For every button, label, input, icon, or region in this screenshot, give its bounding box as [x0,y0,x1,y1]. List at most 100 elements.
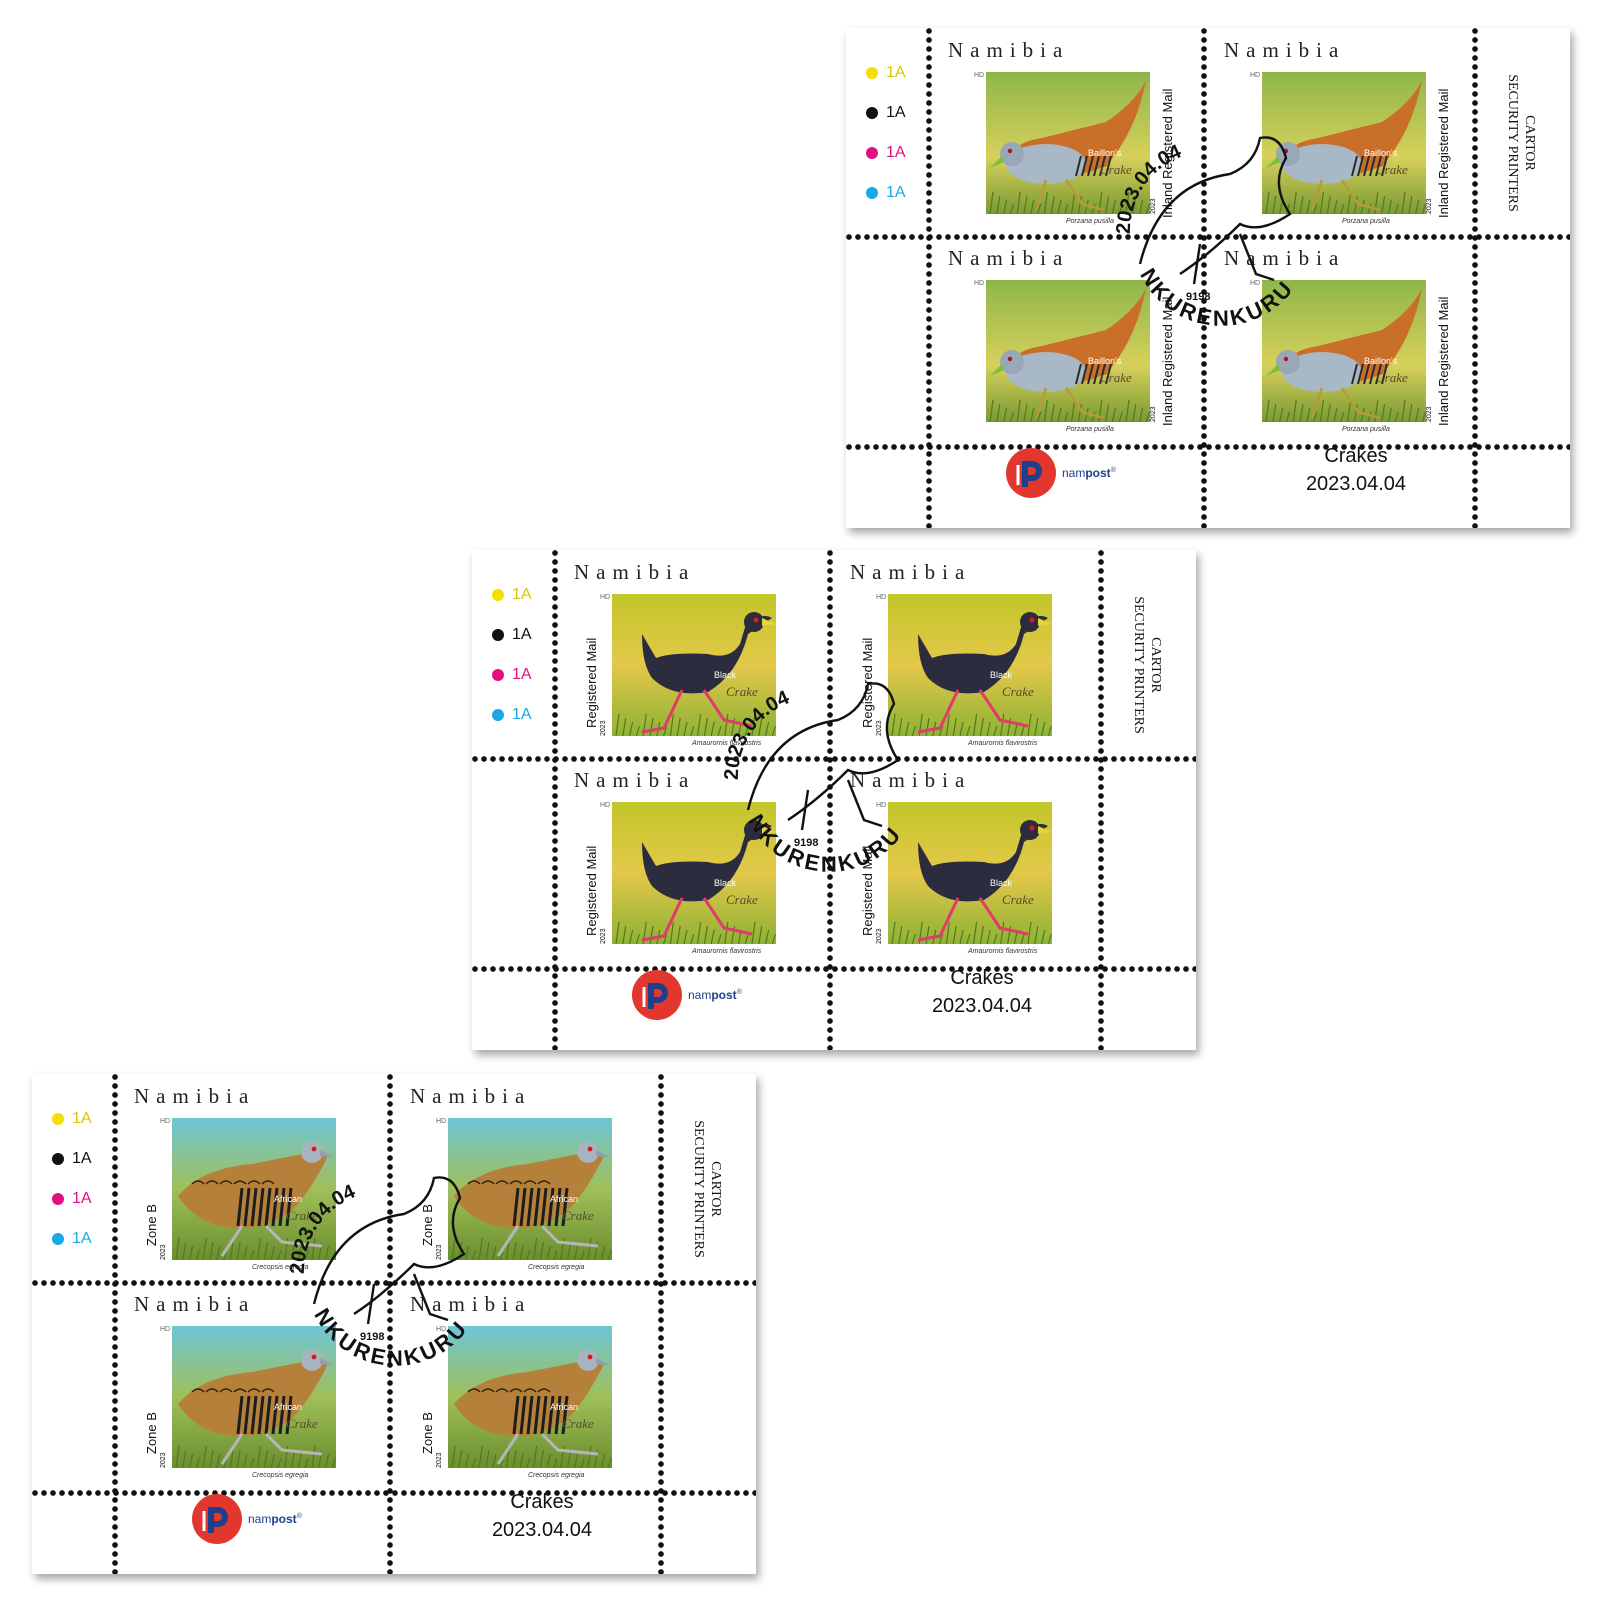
grass-blade [250,1249,255,1260]
bird-eye [753,617,759,623]
stamp-name-line-1: Baillon's [1364,148,1398,158]
stamp-year: 2023 [436,1452,443,1468]
bird-feather [509,1180,523,1185]
bird-feather [247,1388,261,1393]
grass-blade [471,1457,476,1468]
bird-bar [540,1395,548,1435]
grass-blade [676,717,681,736]
grass-blade [1041,721,1046,736]
grass-blade [304,1249,309,1260]
grass-blade [263,1241,268,1260]
bird-feather [261,1388,275,1393]
color-bar: 1A [492,666,532,684]
stamp-name-line-2: Crake [286,1416,318,1431]
stamp-artwork [986,280,1150,422]
bird-beak [990,156,1004,168]
stamp-artwork [1262,280,1426,422]
grass-blade [697,921,702,944]
grass-blade [1003,407,1008,422]
grass-blade [1034,717,1039,736]
stamp-name-line-1: African [550,1194,579,1204]
bird-bar [533,1395,541,1435]
bird-head [1000,350,1024,374]
grass-blade [539,1449,544,1468]
stamp-name-line-2: Crake [1100,370,1132,385]
bird-eye [587,1146,593,1152]
bird-bar [264,1187,272,1227]
logo-registered-mark: ® [296,1513,302,1520]
grass-blade [243,1245,248,1260]
bird-bar [264,1395,272,1435]
grass-blade [512,1241,517,1260]
stamp-hd-mark: HD [1250,72,1261,79]
color-dot [52,1233,64,1245]
bird-legs [1034,179,1105,212]
grass-blade [1292,191,1297,214]
bird-bar [1369,363,1376,385]
grass-blade [649,717,654,736]
grass-blade [1387,407,1392,422]
grass-blade [175,1445,180,1468]
grass-blade [1084,407,1089,422]
grass-blade [1050,195,1055,214]
grass-blade [546,1453,551,1468]
stamp-country: Namibia [134,1292,256,1316]
grass-blade [478,1445,483,1468]
bird-illustration [612,594,776,736]
grass-blade [690,933,695,944]
stamp-name-line-2: Crake [1002,684,1034,699]
grass-blade [607,1457,612,1468]
bird-bar [1081,363,1088,385]
grass-blade [683,721,688,736]
grass-blade [911,933,916,944]
stamp-scientific-name: Amaurornis flavirostris [692,740,762,747]
bird-feather [233,1180,247,1185]
grass-blade [993,725,998,736]
bird-body [642,616,772,694]
bird-eye [1029,825,1035,831]
printer-line-1: CARTOR [1522,115,1537,171]
bird-head [1020,820,1040,840]
grass-blade [1374,399,1379,422]
color-dot [492,589,504,601]
grass-blade [587,1237,592,1260]
grass-blade [1064,411,1069,422]
stamp-year: 2023 [1426,198,1433,214]
bird-back [454,1151,604,1229]
bird-head [301,1349,323,1371]
grass-blade [1043,399,1048,422]
stamp-country: Namibia [850,560,972,584]
grass-blade [573,1453,578,1468]
grass-blade [1037,411,1042,422]
color-bar: 1A [866,144,906,162]
color-dot [52,1153,64,1165]
printer-line-1: CARTOR [708,1161,723,1217]
bird-bar [1087,363,1094,385]
grass-blade [751,921,756,944]
grass-blade [1333,199,1338,214]
grass-blade [676,925,681,944]
grass-blade [533,1237,538,1260]
logo-registered-mark: ® [736,989,742,996]
bird-feather [537,1180,551,1185]
grass-blade [1360,407,1365,422]
bird-bar [1099,155,1106,177]
bird-bar [547,1187,555,1227]
bird-illustration [172,1118,336,1260]
stamp-denomination: Inland Registered Mail [1436,296,1451,426]
grass-blade [1353,195,1358,214]
grass-blade [996,403,1001,422]
grass-blade [1401,191,1406,214]
grass-blade [553,1457,558,1468]
bird-body [918,824,1048,902]
stamp-scientific-name: Crecopsis egregia [528,1472,585,1479]
bird-bar [1363,363,1370,385]
grass-blade [1016,399,1021,422]
bird-eye [311,1354,317,1360]
grass-blade [989,191,994,214]
grass-blade [622,717,627,736]
grass-blade [710,721,715,736]
grass-blade [1027,921,1032,944]
grass-blade [1043,191,1048,214]
